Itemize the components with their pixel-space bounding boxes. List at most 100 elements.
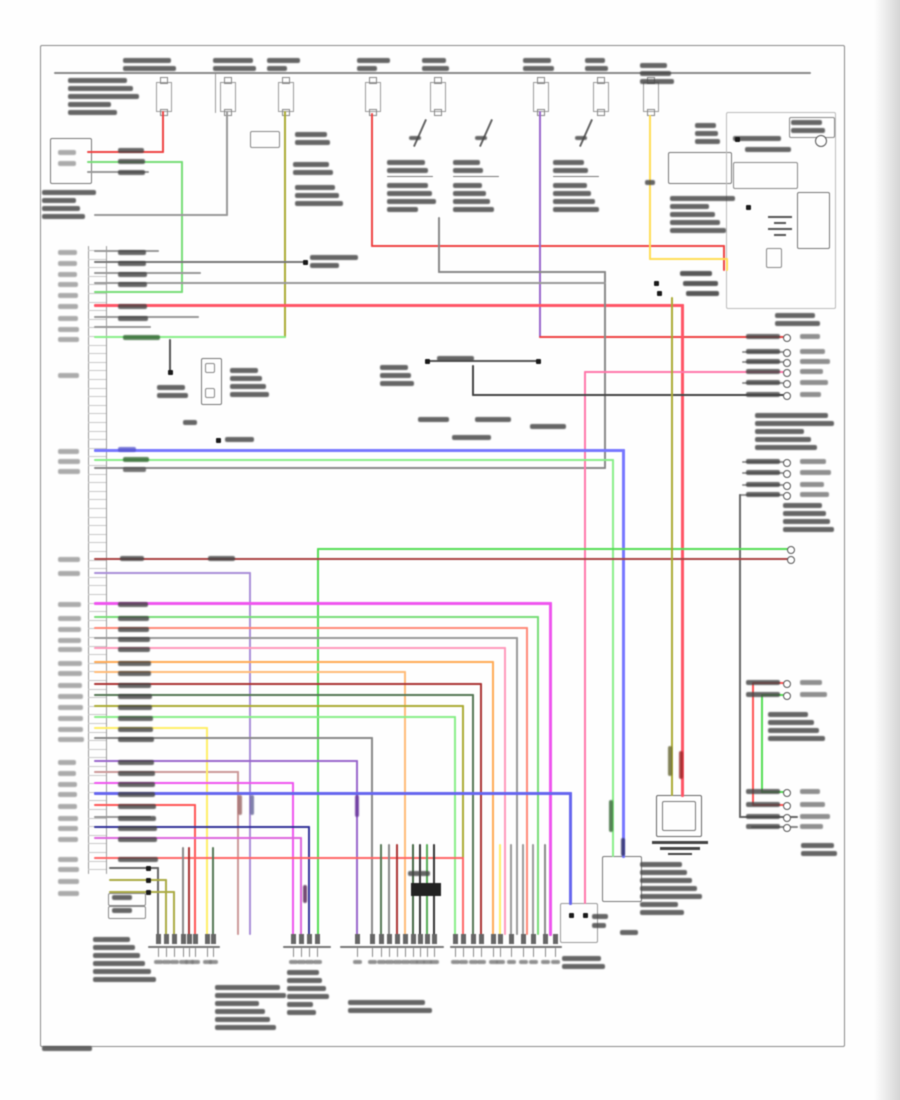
connector-pin [163,934,169,944]
connector-pin-tick [88,688,106,690]
junction-dot [146,878,151,883]
label-text [123,467,146,472]
label-text [733,136,781,141]
connector-pin-label [289,960,298,964]
connector-pin-label [154,960,163,964]
label-text [695,139,721,144]
wire-color-label [746,680,780,685]
connector-pin [314,934,320,944]
connector-pin-label [313,960,322,964]
wire-color-label [746,359,780,364]
label-text [267,66,288,71]
connector-pin-label [551,960,560,964]
wire [109,867,159,869]
connector-pin-tick [88,834,106,836]
label-text [93,969,151,974]
pin-label [58,616,81,621]
wire-color-label [118,716,153,721]
wire [205,726,209,936]
connector-pin-tick [88,723,106,724]
vertical-wire-label [303,885,307,903]
wire-color-label [746,349,780,354]
connector-pin-tick [88,361,106,363]
wire-color-label [746,692,780,697]
connector-pin-stub [166,948,167,957]
terminal-label [800,369,823,374]
pin-circle [783,369,791,377]
wire [479,682,483,936]
connector-pin-label [541,960,550,964]
label-text [348,1000,426,1005]
label-text [453,183,482,188]
pin-label [58,161,77,166]
wire [94,459,614,461]
fuse-pin [434,77,442,84]
wire [300,837,302,935]
fuse-box [533,82,549,112]
wire [93,601,552,605]
label-text [422,66,450,71]
pin-circle [783,814,791,822]
vertical-wire-label [668,746,672,776]
label-text [380,381,414,386]
wire-color-label [118,816,157,821]
label-text [562,964,605,969]
junction-dot [735,137,740,142]
fuse-pin [160,77,168,84]
wire-color-label [118,304,148,309]
wire [94,771,239,773]
wire [461,704,465,936]
junction-dot [425,359,430,364]
label-text [640,878,692,883]
connector-bar [148,946,220,948]
connector-pin-stub [427,948,428,957]
label-text [768,712,809,717]
wire [165,879,167,935]
wire [93,704,465,708]
wire [93,303,684,307]
connector-pin-label [529,960,538,964]
label-text [783,527,835,532]
pin-label [58,737,84,742]
wire-color-label [746,459,780,464]
label-text [453,160,480,165]
label-text [42,214,85,219]
label-text [745,147,792,152]
pin-label [58,282,78,287]
connector-pin [354,934,360,944]
fuse-box [430,82,446,112]
label-text [475,417,511,422]
wire-color-label [118,671,151,676]
label-text [592,923,606,928]
label-text [553,160,585,165]
wire [491,660,495,936]
pin-circle [783,482,791,490]
connector-pin-stub [413,948,414,957]
wire [539,336,787,338]
label-text [553,199,595,204]
fuse-box [278,82,294,112]
pin-circle [783,380,791,388]
label-text [213,58,253,63]
terminal-label [800,349,825,354]
wire [93,682,483,686]
label-text [783,503,822,508]
connector-pin-label [496,960,505,964]
connector-pin [542,934,548,944]
connector-pin-tick [88,817,106,819]
ground-symbol-bar [652,841,708,844]
wire [94,857,464,859]
label-text [670,212,715,217]
connector-pin-tick [88,413,106,415]
label-text [93,937,131,942]
relay-baseline [387,176,433,177]
component-box [108,906,146,919]
wire-color-label [118,792,156,797]
terminal-label [800,392,821,397]
wire [621,448,625,858]
connector-pin [530,934,536,944]
connector-pin [402,934,408,944]
wire-color-label [118,683,152,688]
connector-strip-right [106,246,107,874]
label-text [553,183,587,188]
